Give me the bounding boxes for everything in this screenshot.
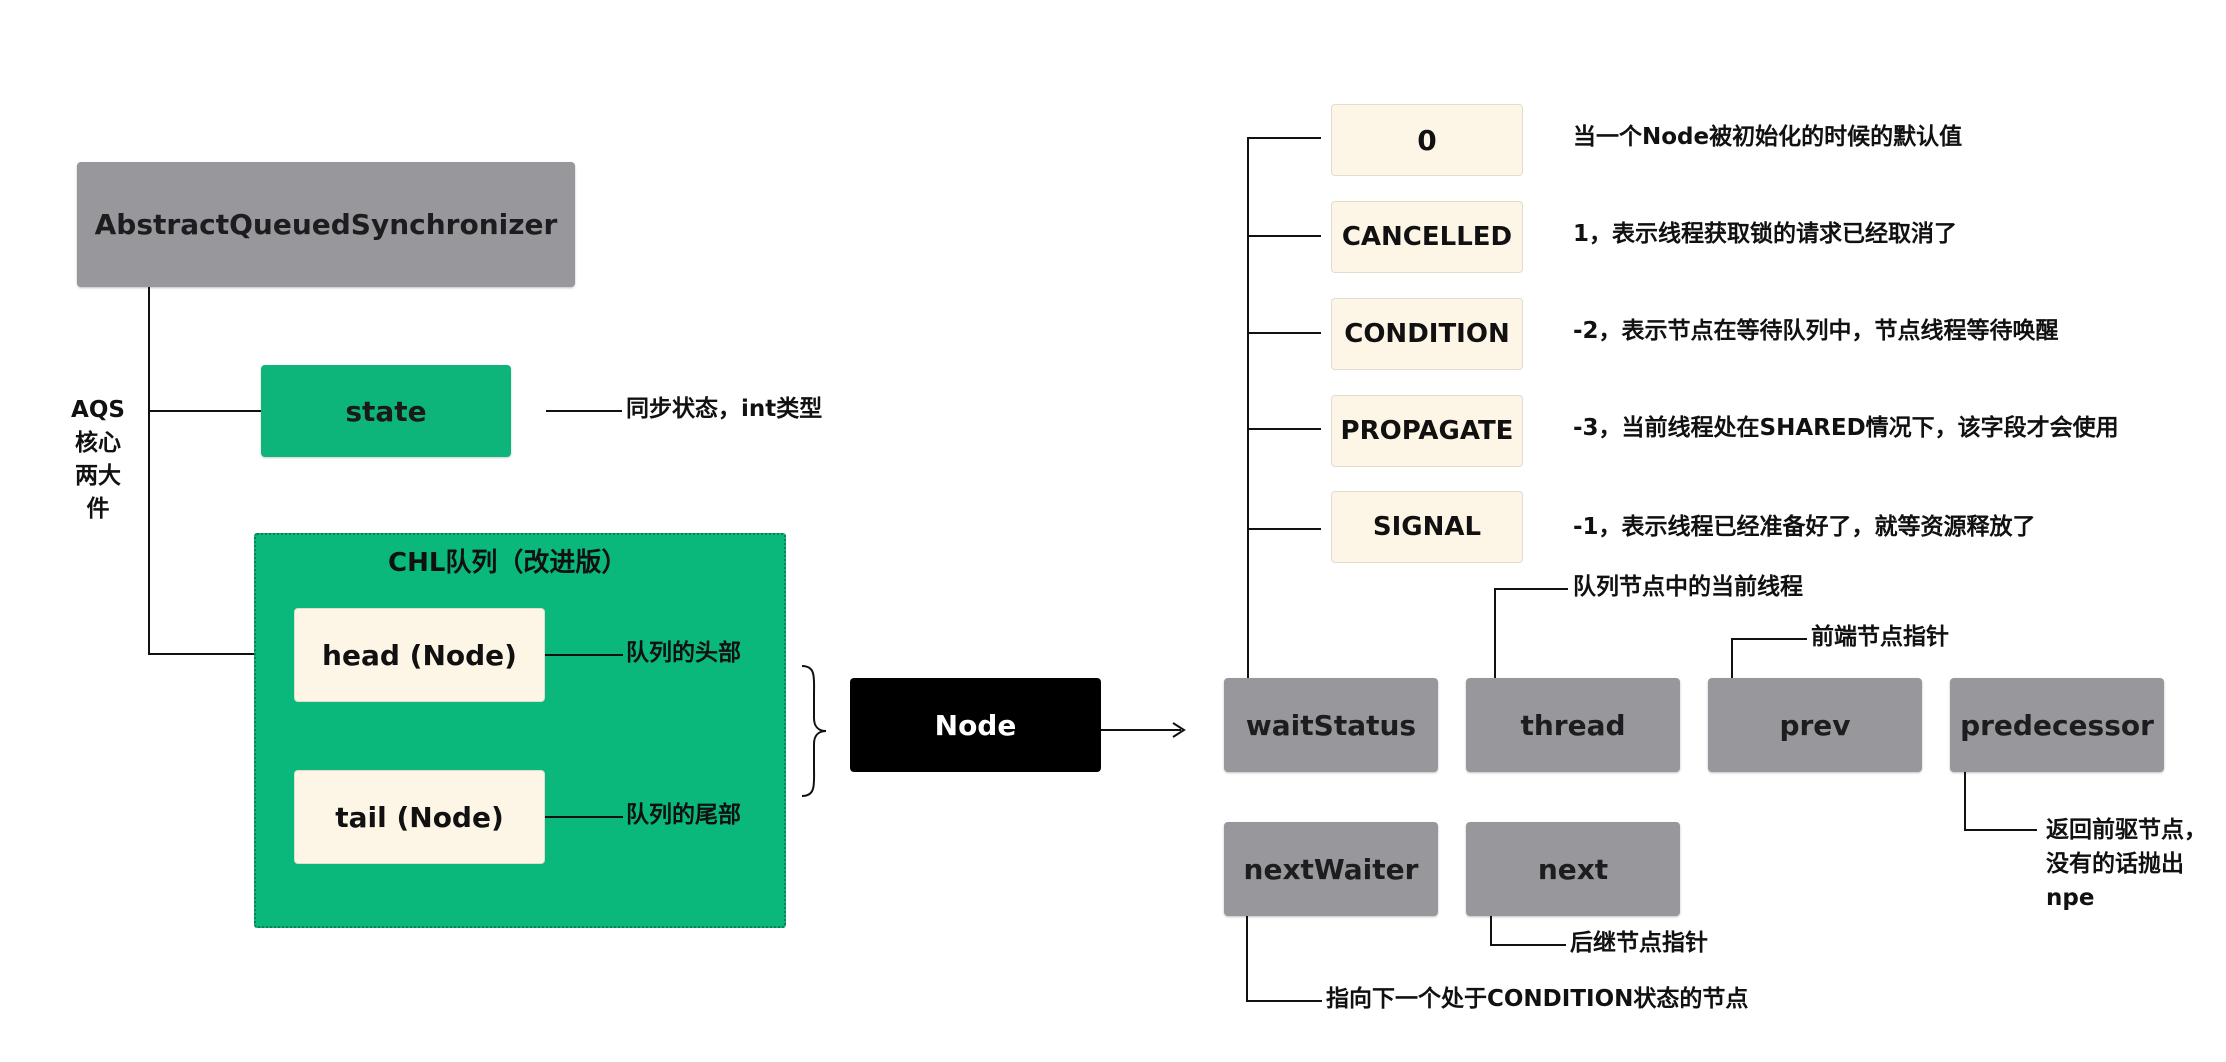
tail-desc-line: [545, 816, 623, 818]
prev-desc-line-v: [1731, 638, 1733, 678]
field-next-label: next: [1537, 852, 1609, 886]
node-label: Node: [934, 708, 1017, 742]
tail-node-label: tail (Node): [335, 800, 504, 834]
status-cancelled-desc: 1，表示线程获取锁的请求已经取消了: [1573, 221, 1958, 247]
thread-desc: 队列节点中的当前线程: [1573, 574, 1803, 600]
tail-node-box: tail (Node): [294, 770, 545, 864]
status-cancelled-label: CANCELLED: [1341, 222, 1513, 252]
aqs-title: AbstractQueuedSynchronizer: [94, 208, 558, 241]
status-0-label: 0: [1417, 123, 1437, 157]
next-desc: 后继节点指针: [1570, 930, 1708, 956]
node-box: Node: [850, 678, 1101, 772]
field-predecessor: predecessor: [1950, 678, 2164, 772]
status-propagate-label: PROPAGATE: [1340, 416, 1514, 446]
node-arrow-line: [1101, 729, 1181, 731]
field-prev: prev: [1708, 678, 1922, 772]
field-waitstatus-label: waitStatus: [1245, 708, 1417, 742]
status-cancelled-box: CANCELLED: [1331, 201, 1523, 273]
aqs-to-queue-line: [148, 653, 254, 655]
status-signal-box: SIGNAL: [1331, 491, 1523, 563]
field-thread: thread: [1466, 678, 1680, 772]
nextwaiter-desc-line-v: [1246, 916, 1248, 1002]
status-signal-label: SIGNAL: [1372, 512, 1482, 542]
aqs-core-label: AQS核心两大件: [68, 394, 128, 526]
aqs-core-label-text: AQS核心两大件: [71, 397, 125, 522]
field-nextwaiter-label: nextWaiter: [1243, 852, 1419, 886]
chl-queue-container: [254, 533, 786, 928]
head-node-box: head (Node): [294, 608, 545, 702]
status-condition-line: [1247, 332, 1321, 334]
status-condition-label: CONDITION: [1344, 319, 1510, 349]
status-condition-desc: -2，表示节点在等待队列中，节点线程等待唤醒: [1573, 318, 2059, 344]
status-condition-box: CONDITION: [1331, 298, 1523, 370]
state-desc-line: [546, 410, 622, 412]
thread-desc-line-h: [1494, 588, 1568, 590]
aqs-trunk-line: [148, 287, 150, 655]
predecessor-desc-line-h: [1964, 829, 2037, 831]
head-node-label: head (Node): [322, 638, 517, 672]
predecessor-desc: 返回前驱节点，没有的话抛出npe: [2046, 817, 2207, 911]
state-label: state: [345, 394, 427, 428]
status-propagate-box: PROPAGATE: [1331, 395, 1523, 467]
prev-desc: 前端节点指针: [1811, 624, 1949, 650]
head-desc-line: [545, 654, 623, 656]
chl-queue-title: CHL队列（改进版）: [388, 548, 628, 578]
status-propagate-line: [1247, 428, 1321, 430]
waitstatus-trunk-line: [1247, 137, 1249, 678]
field-predecessor-label: predecessor: [1960, 708, 2154, 742]
node-arrow-head: [1172, 722, 1186, 738]
status-propagate-desc: -3，当前线程处在SHARED情况下，该字段才会使用: [1573, 415, 2119, 441]
head-desc: 队列的头部: [626, 640, 741, 666]
field-thread-label: thread: [1520, 708, 1626, 742]
field-waitstatus: waitStatus: [1224, 678, 1438, 772]
queue-brace: [801, 665, 827, 797]
next-desc-line-v: [1490, 916, 1492, 945]
thread-desc-line-v: [1494, 588, 1496, 678]
tail-desc: 队列的尾部: [626, 802, 741, 828]
state-desc: 同步状态，int类型: [626, 396, 823, 422]
status-0-box: 0: [1331, 104, 1523, 176]
status-cancelled-line: [1247, 235, 1321, 237]
next-desc-line-h: [1490, 944, 1566, 946]
status-signal-desc: -1，表示线程已经准备好了，就等资源释放了: [1573, 514, 2036, 540]
aqs-box: AbstractQueuedSynchronizer: [77, 162, 575, 287]
prev-desc-line-h: [1731, 638, 1807, 640]
predecessor-desc-line-v: [1964, 772, 1966, 830]
nextwaiter-desc: 指向下一个处于CONDITION状态的节点: [1326, 986, 1749, 1012]
status-0-desc: 当一个Node被初始化的时候的默认值: [1573, 124, 1963, 150]
nextwaiter-desc-line-h: [1246, 1000, 1322, 1002]
status-signal-line: [1247, 528, 1321, 530]
field-next: next: [1466, 822, 1680, 916]
field-prev-label: prev: [1779, 708, 1851, 742]
field-nextwaiter: nextWaiter: [1224, 822, 1438, 916]
status-0-line: [1247, 137, 1321, 139]
state-box: state: [261, 365, 511, 457]
aqs-to-state-line: [148, 410, 261, 412]
